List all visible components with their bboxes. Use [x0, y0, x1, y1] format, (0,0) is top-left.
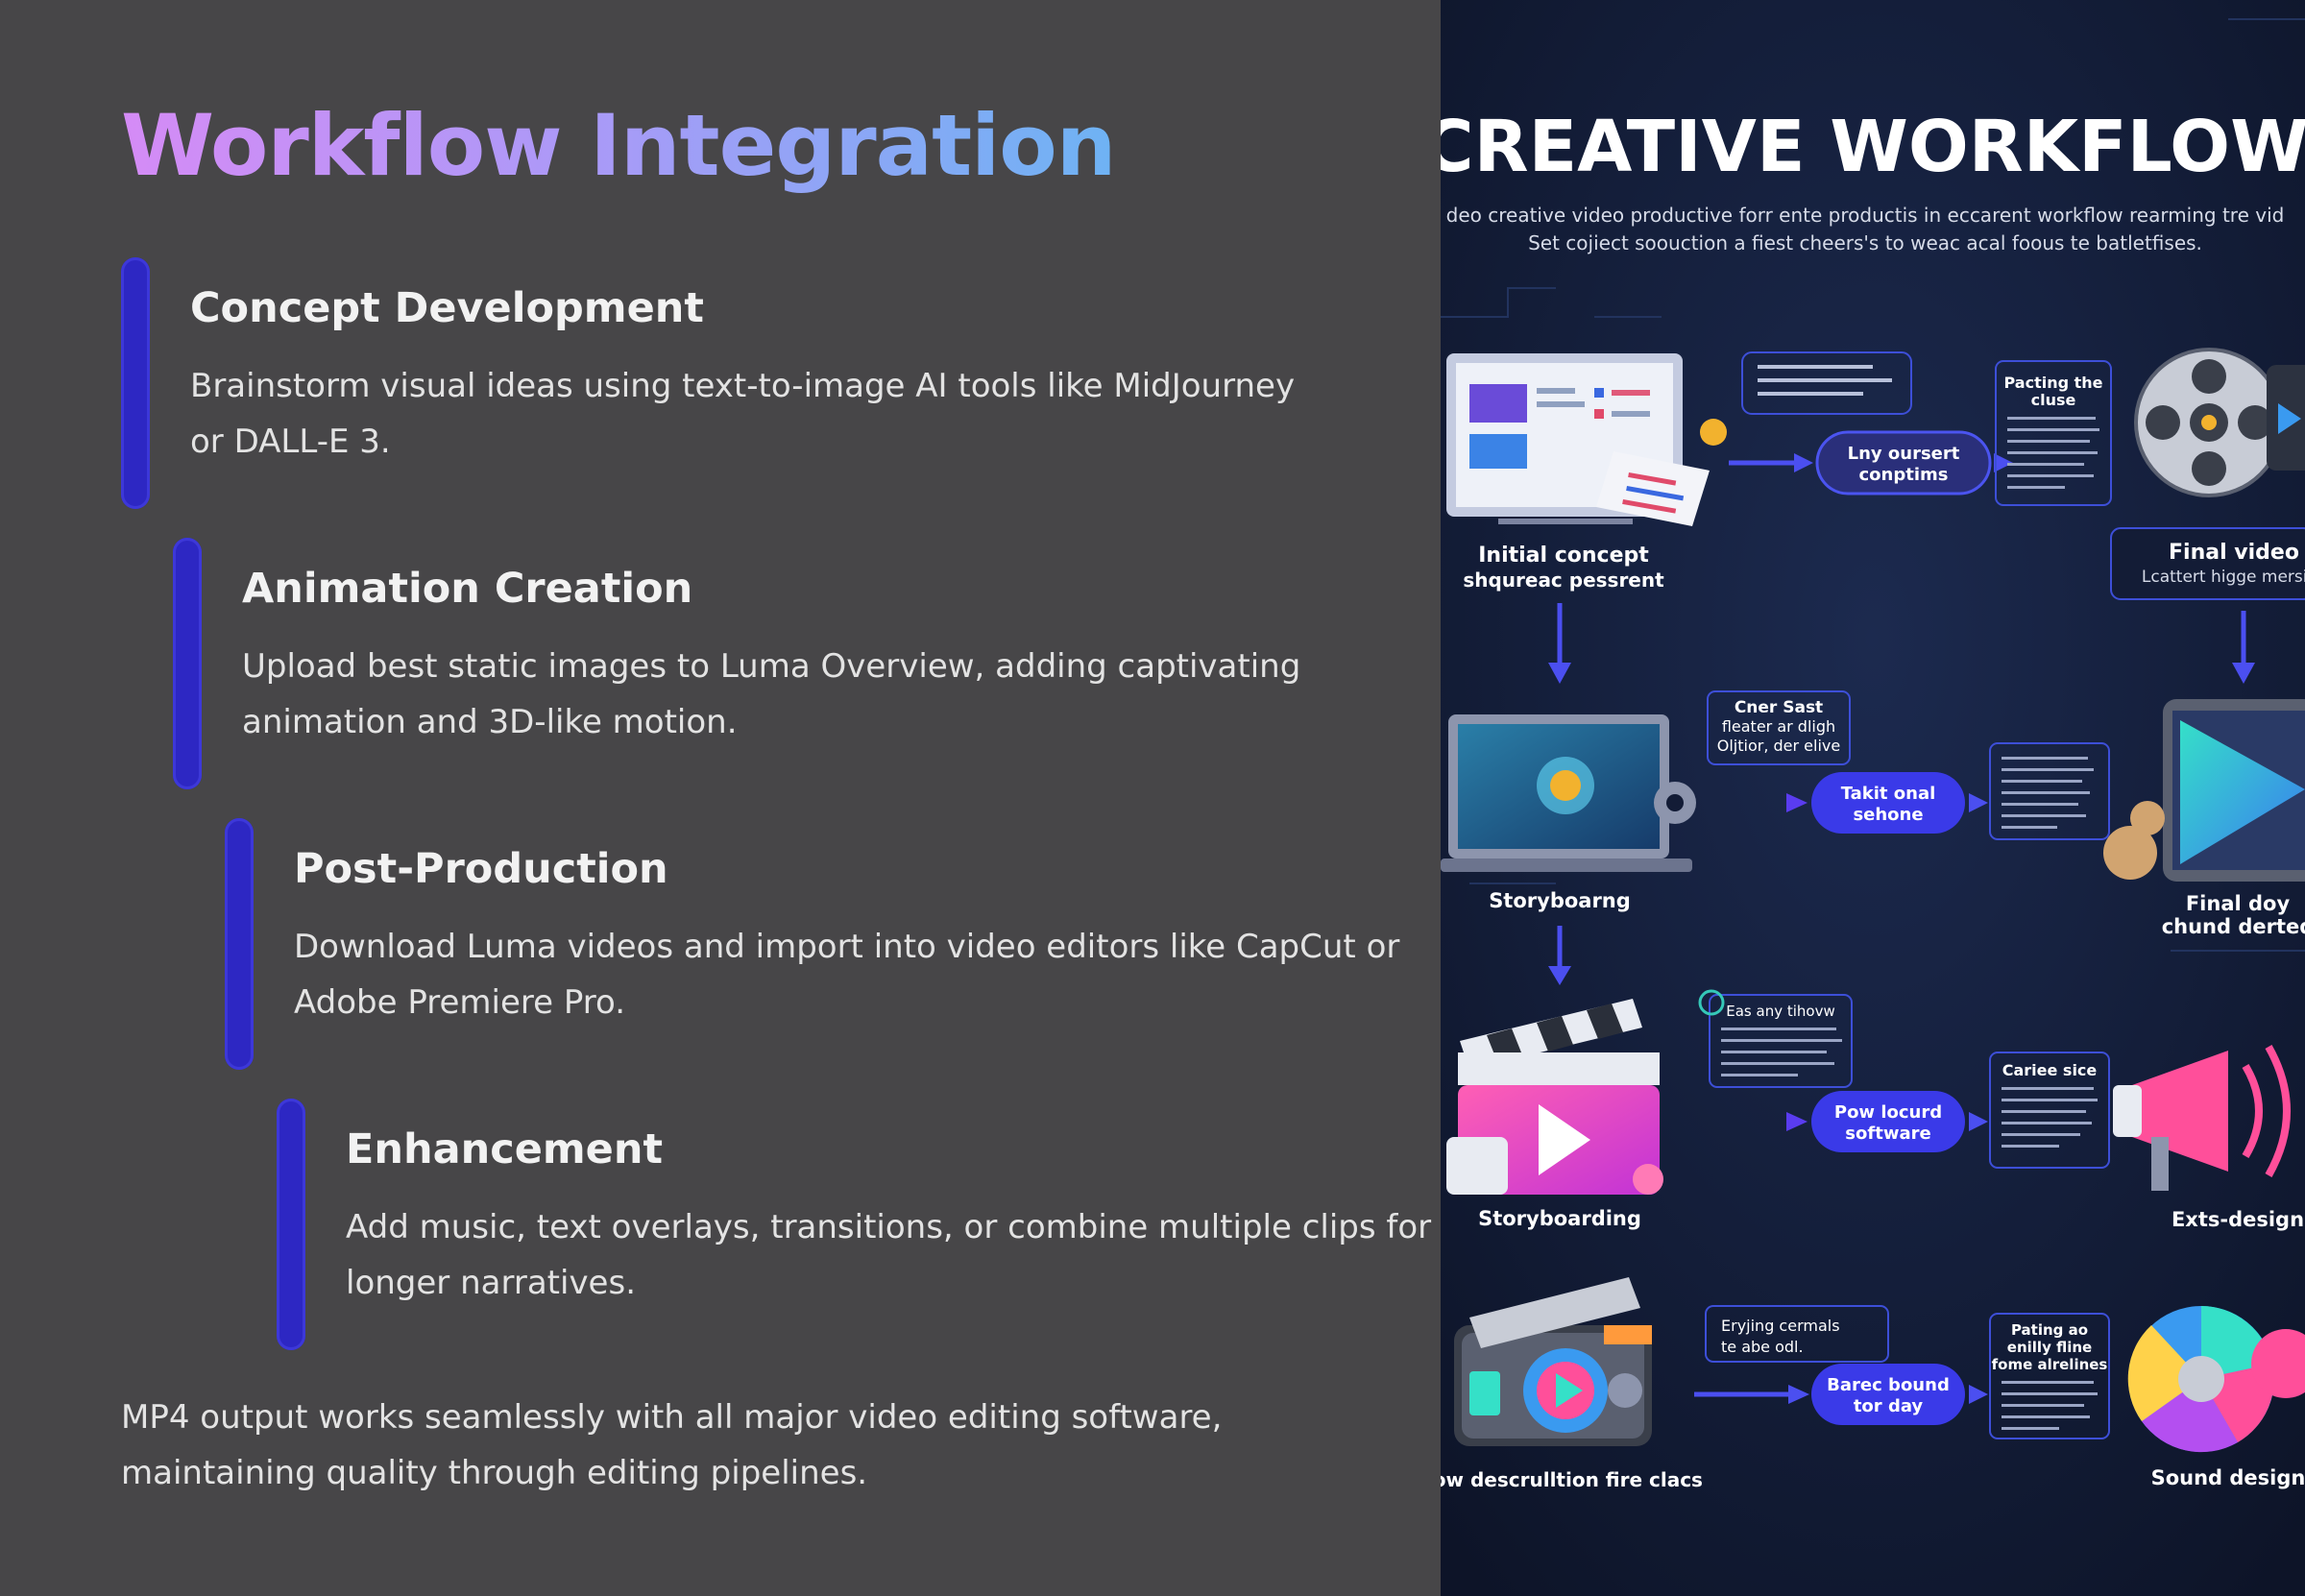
row2-note-text: Oljtior, der elive	[1717, 737, 1840, 755]
row1-pill-text: Lny oursert	[1848, 444, 1960, 464]
row1-pill	[1815, 430, 1992, 496]
infographic-subtitle: deo creative video productive forr ente …	[1446, 204, 2285, 227]
page-title: Workflow Integration	[121, 96, 1116, 195]
row3-pill	[1811, 1091, 1965, 1152]
row2-label: Storyboarng	[1489, 889, 1631, 912]
row2-pill	[1811, 772, 1965, 834]
row1-note-box	[1741, 351, 1912, 415]
row1-label: shqureac pessrent	[1463, 568, 1664, 592]
row2-right-label: chund derted	[2162, 915, 2305, 938]
row3-pill-text: Pow locurd	[1834, 1102, 1942, 1123]
concept-note-icon	[1596, 419, 1727, 526]
step-title: Post-Production	[294, 845, 668, 893]
arrow-icon	[1548, 966, 1571, 985]
arrow-icon	[1969, 1385, 1988, 1404]
step-title: Animation Creation	[242, 565, 693, 613]
row1-right-label: Final video	[2169, 541, 2299, 565]
row3-note-text	[1721, 1028, 1842, 1076]
arrow-icon	[1788, 1385, 1809, 1404]
step-accent-bar	[225, 818, 254, 1070]
infographic-title: CREATIVE WORKFLOW	[1441, 106, 2305, 188]
row3-note-box	[1709, 994, 1853, 1088]
row1-detail-text	[2007, 417, 2099, 489]
step-description: Upload best static images to Luma Overvi…	[242, 647, 1301, 741]
arrow-icon	[1786, 793, 1808, 812]
gear-icon	[1654, 782, 1696, 824]
row1-detail-title: cluse	[2031, 391, 2076, 409]
play-screen-icon	[2103, 699, 2305, 882]
step-accent-bar	[277, 1099, 305, 1350]
footer-note: MP4 output works seamlessly with all maj…	[121, 1398, 1223, 1492]
arrow-icon	[1969, 1112, 1988, 1131]
row1-right-label: Lcattert higge mersish	[2142, 568, 2305, 587]
row2-note-text: fleater ar dligh	[1722, 717, 1835, 736]
film-reel-icon	[2134, 348, 2305, 497]
video-camera-icon	[1454, 1277, 1652, 1446]
creative-workflow-infographic: CREATIVE WORKFLOW deo creative video pro…	[1441, 0, 2305, 1596]
row4-note-box	[1705, 1305, 1889, 1363]
row4-note-text: te abe odl.	[1721, 1338, 1804, 1356]
row4-detail-title: Pating ao	[2011, 1321, 2088, 1339]
color-wheel-icon	[2127, 1306, 2305, 1453]
step-description: Brainstorm visual ideas using text-to-im…	[190, 367, 1296, 461]
step-description: Add music, text overlays, transitions, o…	[346, 1208, 1432, 1302]
megaphone-icon	[2113, 1045, 2291, 1191]
step-title: Concept Development	[190, 284, 704, 332]
row4-pill	[1811, 1364, 1965, 1425]
row3-detail-box	[1989, 1052, 2110, 1169]
arrow-icon	[1994, 453, 2013, 472]
row3-detail-title: Cariee sice	[2002, 1061, 2098, 1079]
step-accent-bar	[173, 538, 202, 789]
arrow-icon	[1548, 663, 1571, 684]
row1-label: Initial concept	[1478, 544, 1649, 568]
row1-detail-title: Pacting the	[2003, 374, 2102, 392]
row4-note-text: Eryjing cermals	[1721, 1317, 1840, 1335]
row4-label: Now descrulltion fire clacs	[1441, 1468, 1703, 1491]
row4-pill-text: tor day	[1854, 1396, 1924, 1416]
left-panel: Workflow Integration Concept Development…	[121, 96, 1432, 1492]
row2-note-text: Cner Sast	[1735, 698, 1823, 717]
row1-note-text	[1758, 365, 1892, 396]
row4-detail-title: enilly fline	[2007, 1339, 2092, 1356]
step-accent-bar	[121, 257, 150, 509]
row3-note-title: Eas any tihovw	[1726, 1003, 1834, 1020]
row2-right-label: Final doy	[2186, 892, 2291, 915]
hex-icon	[1698, 989, 1725, 1016]
row4-detail-box	[1989, 1313, 2110, 1439]
row3-detail-text	[2002, 1087, 2098, 1148]
row1-right-box	[2110, 527, 2305, 600]
row1-pill-text: conptims	[1859, 465, 1949, 485]
row3-right-label: Exts-design	[2172, 1208, 2304, 1231]
step-description: Download Luma videos and import into vid…	[294, 928, 1400, 1022]
step-title: Enhancement	[346, 1125, 664, 1173]
infographic-subtitle: Set cojiect soouction a fiest cheers's t…	[1528, 231, 2202, 254]
row4-detail-text	[2002, 1381, 2098, 1430]
row2-detail-text	[2002, 757, 2094, 829]
row1-detail-box	[1995, 360, 2112, 506]
row2-pill-text: Takit onal	[1841, 784, 1936, 804]
row4-right-label: Sound design	[2151, 1466, 2305, 1489]
arrow-icon	[1969, 793, 1988, 812]
row4-detail-title: fome alrelines	[1992, 1356, 2108, 1373]
row3-label: Storyboarding	[1478, 1207, 1641, 1230]
row2-pill-text: sehone	[1853, 805, 1923, 825]
row2-note-box	[1707, 690, 1851, 765]
row4-pill-text: Barec bound	[1827, 1375, 1950, 1395]
row2-detail-box	[1989, 742, 2110, 840]
infographic-canvas: CREATIVE WORKFLOW deo creative video pro…	[1441, 0, 2305, 1596]
row3-pill-text: software	[1845, 1124, 1930, 1144]
arrow-icon	[1794, 453, 1813, 472]
laptop-icon	[1441, 714, 1692, 872]
clapperboard-icon	[1446, 999, 1663, 1195]
arrow-icon	[2232, 663, 2255, 684]
arrow-icon	[1786, 1112, 1808, 1131]
